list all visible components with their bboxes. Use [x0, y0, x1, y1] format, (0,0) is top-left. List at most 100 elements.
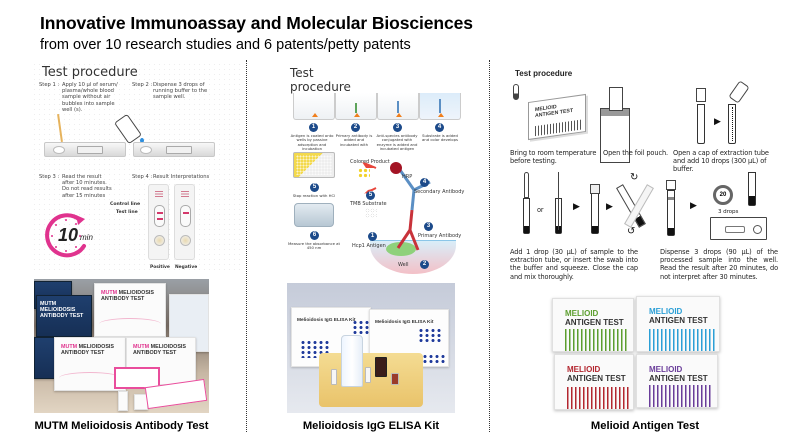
diagram-number-badge: 1	[368, 232, 377, 241]
product-box: MELIOID ANTIGEN TEST	[636, 354, 718, 408]
arrow-right-icon: ▶	[606, 201, 613, 211]
positive-label: Positive	[150, 265, 170, 270]
procedure-heading: Test procedure	[290, 66, 351, 94]
dropper-bottle-icon	[113, 113, 143, 145]
diagram-label: Colored Product	[350, 159, 390, 165]
step-text: Bring to room temperature before testing…	[510, 149, 597, 166]
dropper-icon	[524, 172, 529, 198]
step-text: Read the result after 10 minutes. Do not…	[62, 174, 112, 199]
test-line-label: Test line	[116, 210, 138, 215]
substrate-icon	[365, 208, 377, 218]
diagram-number-badge: 5	[366, 191, 375, 200]
test-cassette-icon	[710, 217, 767, 240]
tube-cap-icon	[590, 184, 600, 194]
antigen-icon	[386, 242, 416, 256]
product-box: MELIOID ANTIGEN TEST	[552, 298, 634, 352]
or-label: or	[537, 206, 544, 214]
dispense-tube-icon	[748, 172, 756, 206]
step-text: Dispense 3 drops of running buffer to th…	[153, 82, 208, 101]
product-box	[34, 337, 56, 379]
step-text: Open the foil pouch.	[603, 149, 669, 157]
plate-reader-icon	[294, 203, 334, 227]
diagram-label: Primary Antibody	[418, 233, 462, 239]
diagram-number-badge: 3	[424, 222, 433, 231]
elisa-well-step-1	[293, 93, 335, 120]
step-text: Apply 10 µl of serum/ plasma/whole blood…	[62, 82, 118, 113]
product-photo-antigen-test: MELIOID ANTIGEN TEST MELIOID ANTIGEN TES…	[540, 292, 750, 415]
test-procedure-figure: Test procedure Step 1 : Apply 10 µl of s…	[32, 62, 240, 274]
step-text: Substrate is added and color develops	[421, 133, 458, 143]
microplate-icon	[293, 152, 335, 178]
reagent-vial	[365, 367, 371, 383]
negative-label: Negative	[175, 265, 198, 270]
rotate-arrow-icon: ↺	[627, 226, 636, 237]
product-box: MUTM MELIOIDOSIS ANTIBODY TEST	[36, 295, 92, 337]
extraction-tube-icon	[523, 198, 530, 234]
step-number-badge: 3	[393, 123, 402, 132]
page-subtitle: from over 10 research studies and 6 pate…	[40, 37, 411, 53]
product-caption: Melioid Antigen Test	[590, 420, 700, 432]
step-text: Stop reaction with HCl	[292, 193, 336, 198]
extraction-tube-icon	[728, 104, 736, 144]
timer-value: 10	[58, 225, 79, 245]
diagram-label: Well	[398, 262, 409, 268]
result-strip-positive	[148, 184, 169, 260]
test-pouch	[114, 367, 160, 389]
step-number-badge: 1	[309, 123, 318, 132]
control-line-label: Control line	[110, 202, 141, 207]
arrow-right-icon: ▶	[573, 201, 580, 211]
buffer-drop-icon	[140, 138, 144, 143]
diagram-number-badge: 4	[420, 178, 429, 187]
colored-product-icon	[358, 168, 370, 178]
extraction-tube-icon	[697, 104, 705, 144]
elisa-well-step-3	[377, 93, 419, 120]
foil-pouch-icon	[600, 87, 630, 163]
diagram-label: Secondary Antibody	[414, 189, 465, 195]
arrow-right-icon: ▶	[714, 116, 721, 126]
product-caption: MUTM Melioidosis Antibody Test	[34, 420, 209, 432]
reagent-vial	[375, 357, 387, 377]
tube-cap-icon	[696, 88, 706, 102]
test-cassette-icon	[44, 142, 126, 157]
product-photo-elisa-kit: Melioidosis IgG ELISA Kit Melioidosis Ig…	[287, 283, 455, 413]
buffer-bottle-icon	[728, 80, 750, 104]
tube-cap-icon	[666, 180, 676, 190]
step-text: Primary antibody is added and incubated …	[335, 133, 373, 147]
arrow-right-icon: ▶	[690, 200, 697, 210]
elisa-well-step-4	[419, 93, 461, 120]
product-box: MELIOID ANTIGEN TEST	[636, 296, 720, 352]
step-number-badge: 6	[310, 231, 319, 240]
step-text: Result Interpretations	[153, 174, 210, 180]
procedure-heading: Test procedure	[42, 65, 138, 80]
thermometer-icon	[513, 84, 519, 100]
step-text: Antigen is coated onto wells by passive …	[290, 133, 334, 152]
elisa-well-step-2	[335, 93, 377, 120]
page-title: Innovative Immunoassay and Molecular Bio…	[40, 13, 473, 33]
antibody-diagram	[390, 162, 431, 251]
pipette-icon	[57, 113, 63, 143]
reagent-vial	[391, 373, 399, 385]
step-text: Anti-species antibody conjugated with en…	[376, 133, 418, 152]
antigen-test-box-icon: MELIOID ANTIGEN TEST	[528, 93, 586, 141]
rotate-arrow-icon: ↻	[630, 172, 639, 183]
test-strip	[118, 391, 128, 411]
product-photo-antibody-test: MUTM MELIOIDOSIS ANTIBODY TEST MUTM MELI…	[34, 279, 209, 413]
test-cassette-icon	[133, 142, 215, 157]
step-text: Open a cap of extraction tube and add 10…	[673, 149, 769, 174]
timer-unit: min	[80, 233, 93, 242]
result-strip-negative	[174, 184, 195, 260]
diagram-number-badge: 2	[420, 260, 429, 269]
diagram-label: TMB Substrate	[350, 201, 387, 207]
step-number-badge: 4	[435, 123, 444, 132]
stopwatch-icon: 20	[713, 185, 733, 205]
step-text: Measure the absorbance at 450 nm	[288, 241, 340, 251]
step-number-badge: 2	[351, 123, 360, 132]
diagram-label: Hcp1 Antigen	[352, 243, 386, 249]
column-divider	[489, 60, 490, 432]
drops-label: 3 drops	[718, 209, 739, 215]
reagent-bottle	[341, 335, 363, 387]
product-box: MELIOID ANTIGEN TEST	[554, 354, 634, 410]
